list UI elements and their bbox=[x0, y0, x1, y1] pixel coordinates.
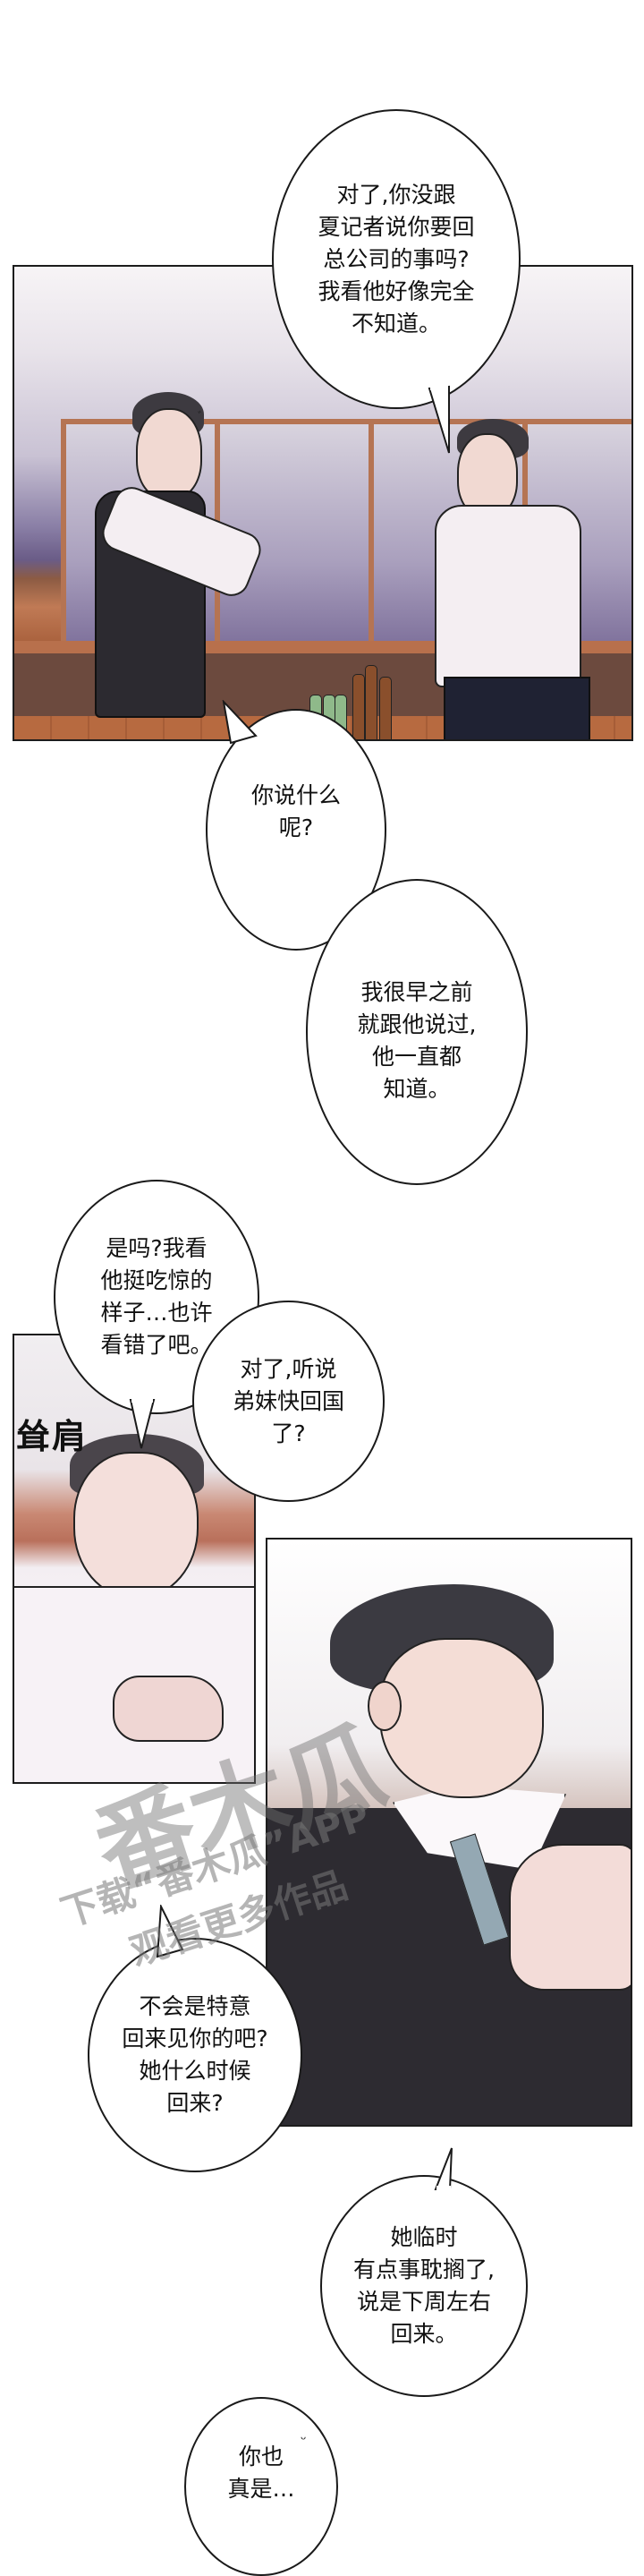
hand bbox=[113, 1676, 224, 1742]
panel-restaurant-scene: ﾞ bbox=[13, 265, 633, 741]
dialogue-text: 你说什么 呢? bbox=[250, 782, 341, 840]
shirt bbox=[435, 505, 581, 687]
beer-bottle bbox=[352, 674, 365, 739]
speech-bubble: 她临时 有点事耽搁了, 说是下周左右 回来。 bbox=[320, 2175, 528, 2397]
dialogue-text: 不会是特意 回来见你的吧? 她什么时候 回来? bbox=[122, 1993, 268, 2116]
surprise-marks: ﾞ bbox=[198, 411, 204, 425]
ear bbox=[368, 1681, 402, 1731]
man-head-eyes-closed bbox=[379, 1638, 544, 1798]
sfx-shrug-text: 耸肩 bbox=[16, 1417, 89, 1456]
speech-bubble: 对了,你没跟 夏记者说你要回 总公司的事吗? 我看他好像完全 不知道。 bbox=[272, 109, 521, 409]
man-right-shirt bbox=[426, 419, 631, 739]
bubble-tail bbox=[156, 1905, 184, 1958]
comic-page: ﾞ 对了,你没跟 夏记者说你要回 总公司的事吗? 我看他好像完全 不知道。 你说… bbox=[13, 0, 633, 2576]
bubble-tail bbox=[129, 1398, 156, 1449]
bubble-tail bbox=[428, 385, 450, 454]
dialogue-text: 你也 真是… bbox=[227, 2444, 295, 2502]
bubble-tail bbox=[222, 700, 258, 745]
hand-on-tie bbox=[509, 1844, 631, 1991]
pants bbox=[444, 677, 590, 739]
dialogue-text: 对了,你没跟 夏记者说你要回 总公司的事吗? 我看他好像完全 不知道。 bbox=[318, 181, 475, 337]
beer-bottle bbox=[365, 665, 377, 739]
man-left-vest bbox=[86, 392, 283, 739]
speech-bubble: 我很早之前 就跟他说过, 他一直都 知道。 bbox=[306, 879, 528, 1185]
head bbox=[136, 408, 202, 499]
bubble-tail bbox=[434, 2147, 453, 2191]
dialogue-text: 她临时 有点事耽搁了, 说是下周左右 回来。 bbox=[353, 2224, 495, 2347]
sweat-mark: ᵕ bbox=[301, 2431, 307, 2448]
speech-bubble: 不会是特意 回来见你的吧? 她什么时候 回来? bbox=[88, 1938, 302, 2172]
cut-off-header-text bbox=[331, 0, 546, 5]
smiling-man-head bbox=[73, 1452, 199, 1599]
beer-bottle bbox=[379, 677, 392, 739]
speech-bubble: 你也 真是… bbox=[184, 2397, 338, 2576]
speech-bubble: 对了,听说 弟妹快回国 了? bbox=[192, 1301, 385, 1502]
panel-man-adjusting-tie bbox=[266, 1538, 632, 2127]
dialogue-text: 是吗?我看 他挺吃惊的 样子…也许 看错了吧。 bbox=[100, 1235, 213, 1358]
dialogue-text: 对了,听说 弟妹快回国 了? bbox=[232, 1355, 344, 1446]
dialogue-text: 我很早之前 就跟他说过, 他一直都 知道。 bbox=[357, 979, 477, 1102]
